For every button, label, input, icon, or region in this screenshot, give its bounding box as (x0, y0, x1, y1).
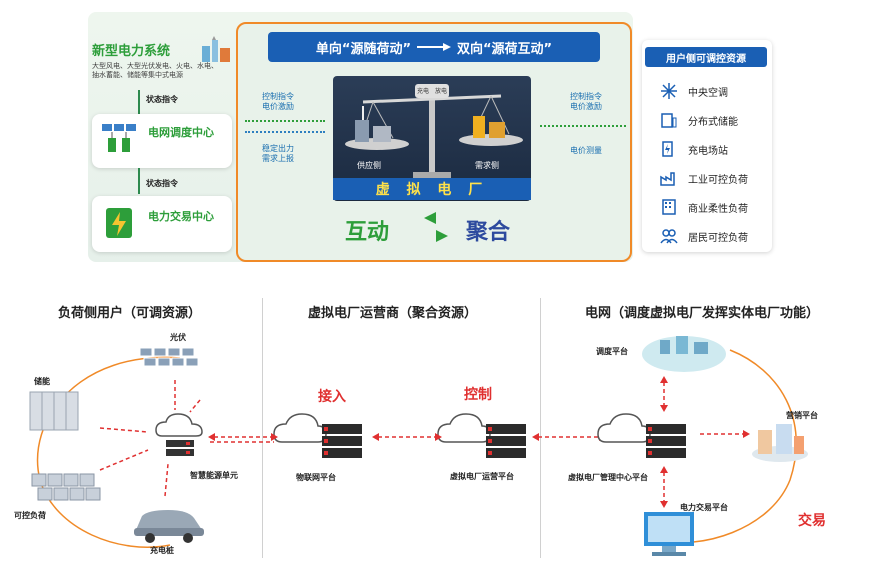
pan-left-label: 充电 (417, 88, 430, 95)
pv-panel-icon (139, 347, 199, 367)
demand-side-label: 需求侧 (475, 161, 499, 170)
state-cmd-label-2: 状态指令 (146, 179, 178, 188)
resource-label: 分布式储能 (688, 116, 738, 128)
charging-station-icon (662, 141, 673, 157)
arrow-right-icon (417, 43, 451, 51)
grid-side-arc (659, 349, 798, 544)
power-system-block: 新型电力系统 大型风电、大型光伏发电、火电、水电、抽水蓄能、储能等集中式电源 (92, 40, 232, 92)
left-dotted-arrow-bottom (245, 131, 325, 133)
resource-residential-load: 居民可控负荷 (660, 227, 748, 245)
building-icon (662, 199, 676, 215)
trading-platform-label: 电力交易平台 (680, 503, 728, 512)
left-signal-top: 控制指令 电价激励 (262, 92, 294, 111)
section-title-grid: 电网（调度虚拟电厂发挥实体电厂功能） (585, 306, 820, 321)
interact-aggregate-arrows (424, 212, 448, 242)
people-icon (660, 229, 678, 244)
right-signal-bottom: 电价测量 (570, 146, 602, 155)
pan-right-label: 放电 (435, 88, 448, 95)
power-plant-icon (202, 36, 230, 62)
resource-label: 充电场站 (688, 145, 728, 157)
left-signal-bottom: 稳定出力 需求上报 (262, 144, 294, 163)
supply-side-label: 供应侧 (357, 161, 381, 170)
trading-platform-icon (644, 512, 694, 556)
dispatch-platform-icon (642, 336, 726, 372)
resource-label: 工业可控负荷 (688, 174, 748, 186)
state-cmd-label-1: 状态指令 (146, 95, 178, 104)
right-dotted-arrow (540, 125, 626, 127)
resource-industrial-load: 工业可控负荷 (660, 169, 748, 187)
marketing-platform-icon (752, 424, 808, 462)
solar-grid-icon (102, 124, 136, 152)
smart-energy-unit-icon (155, 413, 203, 456)
right-signal-top: 控制指令 电价激励 (570, 92, 602, 111)
vpp-mgmt-platform-label: 虚拟电厂管理中心平台 (568, 473, 648, 482)
ev-car-icon (134, 510, 204, 543)
section-title-vpp-operator: 虚拟电厂运营商（聚合资源） (308, 306, 478, 321)
iot-platform-label: 物联网平台 (296, 473, 336, 482)
vpp-operator-platform-label: 虚拟电厂运营平台 (450, 472, 514, 481)
power-system-desc: 大型风电、大型光伏发电、火电、水电、抽水蓄能、储能等集中式电源 (92, 62, 218, 79)
trading-center-label: 电力交易中心 (148, 210, 214, 223)
controllable-load-label: 可控负荷 (14, 511, 46, 520)
marketing-platform-label: 营销平台 (786, 411, 818, 420)
power-system-title: 新型电力系统 (92, 44, 171, 59)
resource-distributed-storage: 分布式储能 (660, 111, 738, 129)
storage-label: 储能 (34, 377, 50, 386)
smart-energy-unit-label: 智慧能源单元 (190, 471, 238, 480)
control-label: 控制 (464, 387, 492, 403)
iot-platform-server-icon (273, 413, 362, 458)
user-resources-title: 用户侧可调控资源 (645, 47, 767, 67)
resource-label: 中央空调 (688, 87, 728, 99)
storage-cabinet-icon (29, 391, 79, 431)
banner-left: 单向“源随荷动” (315, 41, 411, 57)
resource-label: 商业柔性负荷 (688, 203, 748, 215)
resource-label: 居民可控负荷 (688, 232, 748, 244)
dispatch-center-box: 电网调度中心 (92, 114, 232, 168)
charging-pile-label: 充电桩 (150, 546, 174, 555)
grid-dashed-arrows (660, 376, 750, 508)
pv-label: 光伏 (170, 333, 186, 342)
resource-charging-station: 充电场站 (660, 140, 728, 158)
trade-label: 交易 (798, 513, 826, 529)
balance-scale-icon (345, 84, 523, 180)
trading-shield-icon (106, 208, 132, 238)
interact-label: 互动 (345, 219, 390, 245)
aggregate-label: 聚合 (466, 219, 511, 245)
factory-icon (660, 172, 675, 186)
divider-right (540, 298, 541, 558)
vpp-label: 虚 拟 电 厂 (333, 178, 531, 200)
resource-central-ac: 中央空调 (660, 82, 728, 100)
trading-center-box: 电力交易中心 (92, 196, 232, 252)
state-arrow-1 (138, 90, 140, 114)
resource-commercial-load: 商业柔性负荷 (660, 198, 748, 216)
controllable-load-icon (31, 473, 101, 501)
left-dotted-arrow-top (245, 120, 325, 122)
dispatch-platform-label: 调度平台 (596, 347, 628, 356)
load-side-dashed-arrows (99, 380, 274, 497)
divider-left (262, 298, 263, 558)
dispatch-center-label: 电网调度中心 (148, 126, 214, 139)
battery-storage-icon (661, 113, 677, 128)
middle-dashed-arrows (208, 433, 606, 441)
access-label: 接入 (318, 389, 346, 405)
section-title-load-side: 负荷侧用户（可调资源） (58, 306, 202, 321)
snowflake-icon (661, 83, 677, 99)
vpp-operator-server-icon (437, 413, 526, 458)
banner-right: 双向“源荷互动” (457, 41, 553, 57)
source-load-banner: 单向“源随荷动” 双向“源荷互动” (268, 32, 600, 62)
state-arrow-2 (138, 168, 140, 194)
vpp-mgmt-server-icon (597, 413, 686, 458)
